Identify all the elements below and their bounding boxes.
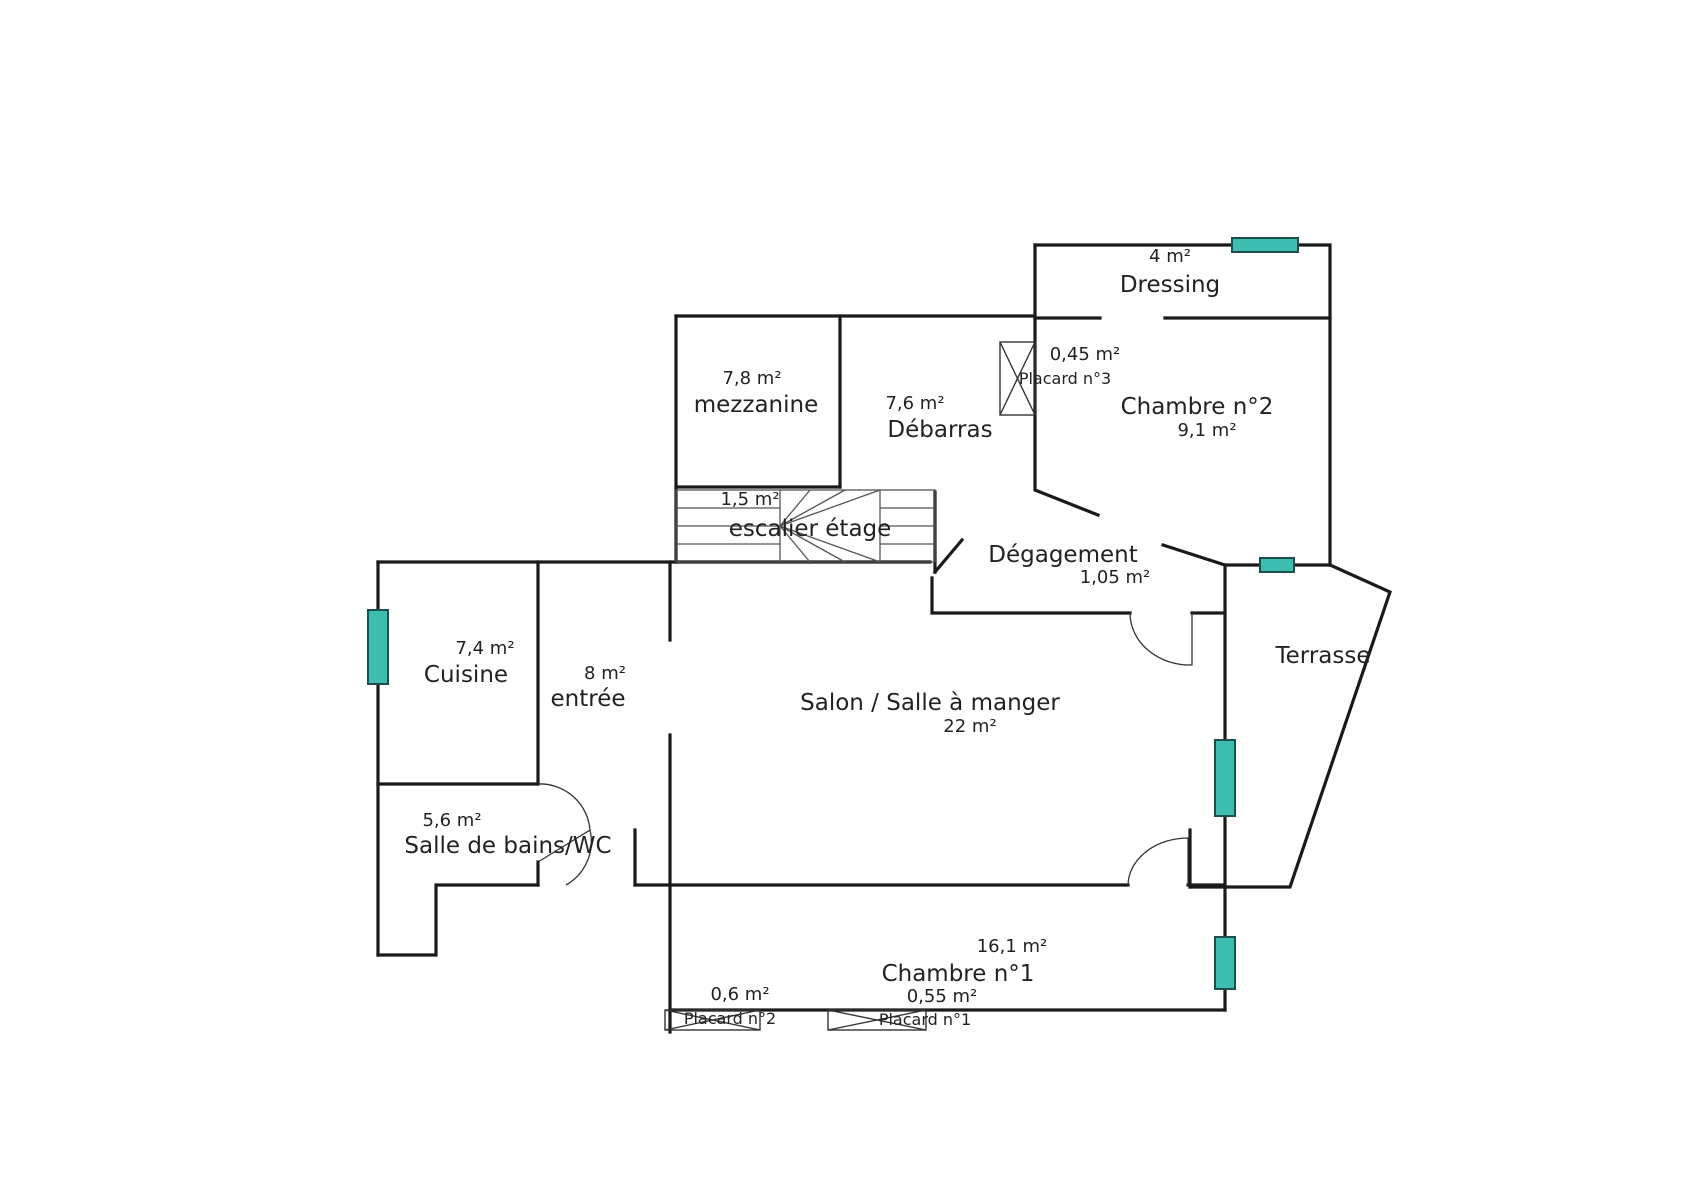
placard3-name: Placard n°3 [1019,369,1111,388]
wall-chambre2-bottom [1160,542,1332,567]
wall-salon-right-top [1190,563,1227,615]
sdb-area: 5,6 m² [422,810,481,831]
door-chambre1 [1127,837,1189,886]
debarras-name: Débarras [887,417,992,443]
window-salon [1214,739,1236,817]
placard2-area: 0,6 m² [710,984,769,1005]
chambre2-name: Chambre n°2 [1121,394,1274,420]
chambre2-area: 9,1 m² [1177,420,1236,441]
window-degagement [1259,557,1295,573]
doors [537,612,1193,886]
entree-area: 8 m² [584,663,626,684]
terrasse-name: Terrasse [1274,643,1370,669]
degagement-name: Dégagement [988,542,1137,568]
wall-terrasse [1188,562,1392,889]
placard1-shape [827,1009,927,1031]
entree-name: entrée [551,686,626,712]
escalier-area: 1,5 m² [720,489,779,510]
windows [367,237,1299,990]
window-chambre1 [1214,936,1236,990]
degagement-area: 1,05 m² [1080,567,1151,588]
door-sdb [537,783,591,863]
wall-dressing-top [1033,243,1332,567]
door-sdb-lower [565,829,592,886]
salon-area: 22 m² [943,716,996,737]
placard2-shape [664,1009,761,1031]
escalier-name: escalier étage [729,516,892,542]
placard1-area: 0,55 m² [907,986,978,1007]
labels: 4 m² Dressing 7,8 m² mezzanine 7,6 m² Dé… [404,246,1370,1029]
wall-sdb-outline [376,883,540,957]
dressing-name: Dressing [1120,272,1220,298]
salon-name: Salon / Salle à manger [800,690,1060,716]
chambre1-area: 16,1 m² [977,936,1048,957]
mezzanine-name: mezzanine [694,392,819,418]
window-dressing [1231,237,1299,253]
wall-degagement-chamfer [932,537,965,575]
wall-degagement-bottom [930,576,1132,615]
placard1-name: Placard n°1 [879,1010,971,1029]
placards [664,341,1036,1031]
cuisine-name: Cuisine [424,662,508,688]
staircase [675,489,936,563]
walls [376,243,1392,1034]
window-cuisine [367,609,389,685]
placard3-area: 0,45 m² [1050,344,1121,365]
dressing-area: 4 m² [1149,246,1191,267]
door-degagement [1129,612,1193,666]
placard2-name: Placard n°2 [684,1009,776,1028]
cuisine-area: 7,4 m² [455,638,514,659]
sdb-name: Salle de bains/WC [404,833,611,859]
debarras-area: 7,6 m² [885,393,944,414]
mezzanine-area: 7,8 m² [722,368,781,389]
placard3-shape [999,341,1036,416]
chambre1-name: Chambre n°1 [882,961,1035,987]
